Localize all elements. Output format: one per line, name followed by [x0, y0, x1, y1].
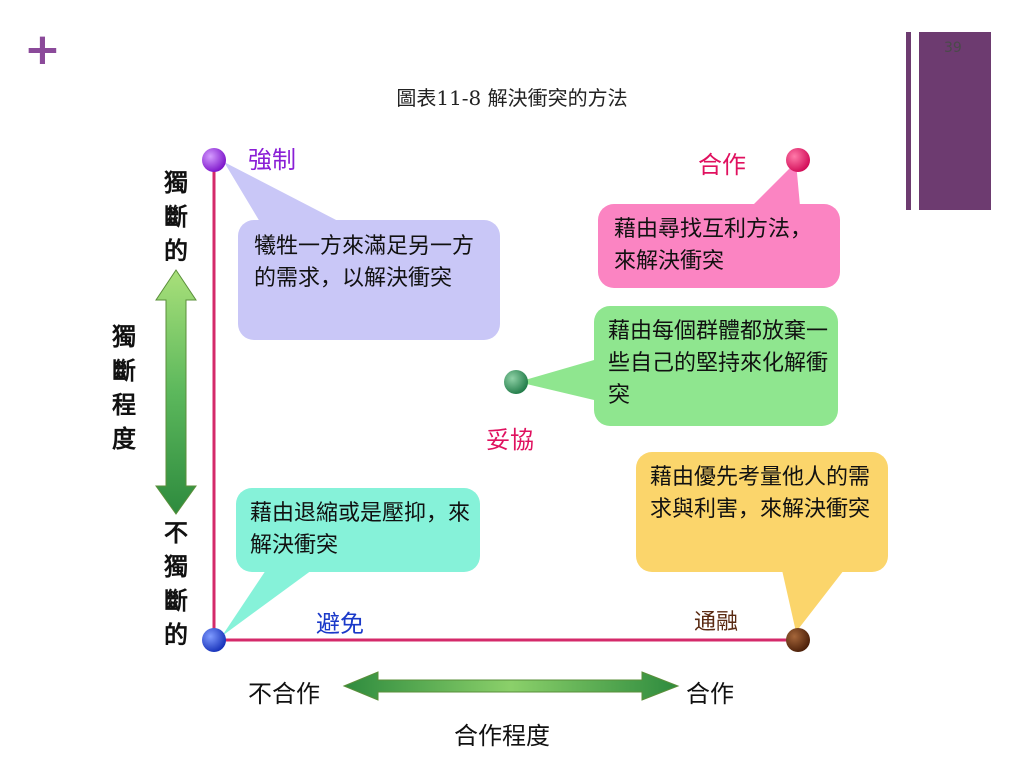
callout-force-shape	[224, 162, 500, 340]
vertical-double-arrow	[155, 269, 197, 515]
dot-force	[202, 148, 226, 172]
plus-icon: +	[24, 24, 61, 75]
diagram-title: 圖表11-8 解決衝突的方法	[396, 86, 628, 110]
dot-cooperate	[786, 148, 810, 172]
y-axis-title: 獨斷程度	[112, 322, 136, 453]
callout-cooperate-text: 藉由尋找互利方法，來解決衝突	[614, 217, 813, 274]
decor-bar-thick	[919, 32, 991, 210]
label-cooperate: 合作	[698, 151, 746, 179]
dot-compromise	[504, 370, 528, 394]
callout-cooperate-shape	[598, 162, 840, 288]
label-avoid: 避免	[316, 610, 364, 638]
callout-compromise-shape	[518, 306, 838, 426]
dot-avoid	[202, 628, 226, 652]
label-accommodate: 通融	[694, 610, 739, 635]
callout-force-text: 犧牲一方來滿足另一方的需求，以解決衝突	[254, 234, 475, 291]
x-axis-right-label: 合作	[686, 680, 734, 708]
x-axis-left-label: 不合作	[248, 680, 320, 708]
x-axis-title: 合作程度	[454, 722, 550, 750]
callout-accommodate-text: 藉由優先考量他人的需求與利害，來解決衝突	[650, 465, 871, 522]
callout-compromise-text: 藉由每個群體都放棄一些自己的堅持來化解衝突	[608, 319, 829, 408]
y-axis-bottom-label: 不獨斷的	[164, 518, 188, 649]
callout-accommodate-shape	[636, 452, 888, 632]
label-compromise: 妥協	[486, 426, 534, 454]
dot-accommodate	[786, 628, 810, 652]
callout-avoid-text: 藉由退縮或是壓抑，來解決衝突	[250, 501, 471, 558]
page-number: 39	[944, 40, 962, 56]
callout-avoid-shape	[222, 488, 480, 636]
label-force: 強制	[248, 146, 296, 174]
horizontal-double-arrow	[342, 671, 680, 701]
decor-bar-thin	[906, 32, 911, 210]
y-axis-top-label: 獨斷的	[164, 168, 188, 265]
